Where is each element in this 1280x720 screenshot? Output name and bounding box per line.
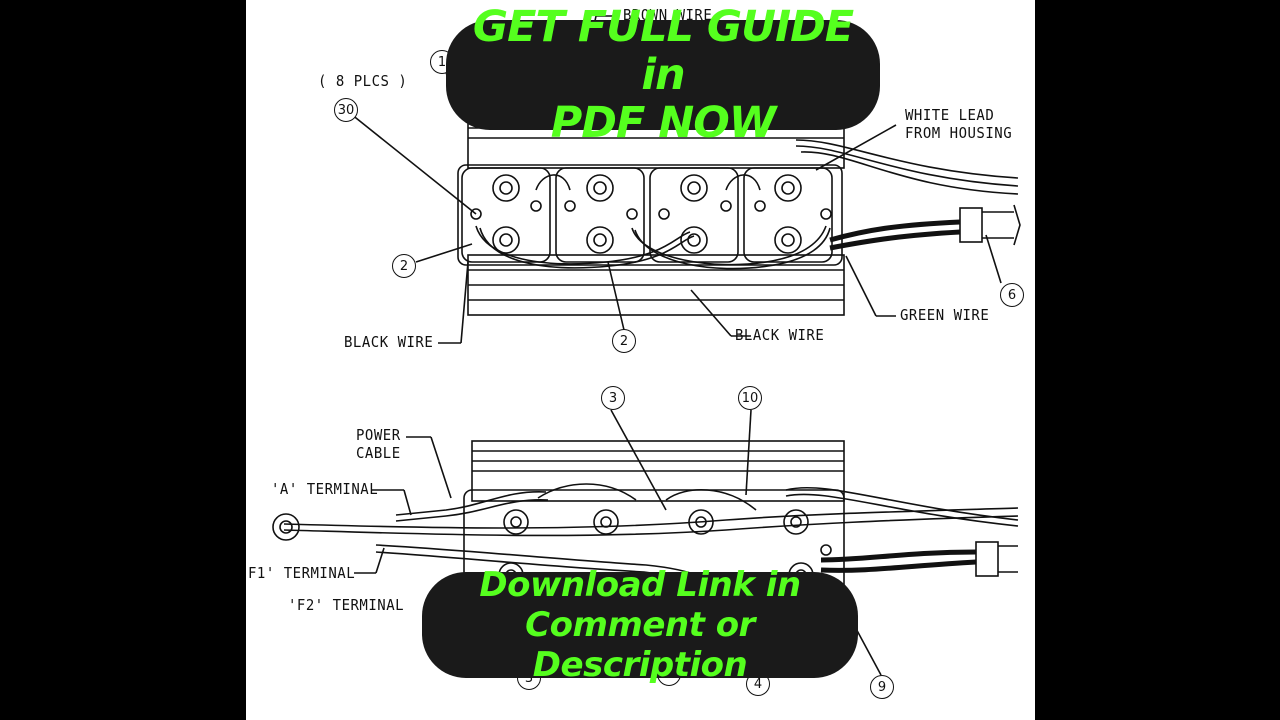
green-wire-right-label: GREEN WIRE [900, 307, 990, 325]
a-terminal-label: 'A' TERMINAL [271, 481, 379, 499]
black-wire-left-label: BLACK WIRE [344, 334, 434, 352]
f2-terminal-label: 'F2' TERMINAL [288, 597, 405, 615]
bottom-solenoid-assembly [272, 440, 1019, 611]
callout-10: 10 [738, 386, 762, 410]
f1-terminal-label: F1' TERMINAL [248, 565, 356, 583]
download-line2: Comment or Description [525, 605, 755, 685]
white-lead-label: WHITE LEAD [905, 107, 995, 125]
callout-9: 9 [870, 675, 894, 699]
callout-2-left: 2 [392, 254, 416, 278]
black-wire-mid-label: BLACK WIRE [735, 327, 825, 345]
callout-2-bottom: 2 [612, 329, 636, 353]
from-housing-label: FROM HOUSING [905, 125, 1013, 143]
get-guide-line2: PDF NOW [550, 98, 777, 148]
download-line1: Download Link in [479, 565, 801, 605]
cable-label: CABLE [356, 445, 401, 463]
callout-30: 30 [334, 98, 358, 122]
power-label: POWER [356, 427, 401, 445]
download-link-banner[interactable]: Download Link in Comment or Description [422, 565, 858, 685]
callout-6: 6 [1000, 283, 1024, 307]
get-guide-banner[interactable]: GET FULL GUIDE in PDF NOW [446, 3, 880, 147]
plcs-label: ( 8 PLCS ) [318, 73, 408, 91]
get-guide-line1: GET FULL GUIDE in [472, 2, 854, 100]
callout-3-top: 3 [601, 386, 625, 410]
